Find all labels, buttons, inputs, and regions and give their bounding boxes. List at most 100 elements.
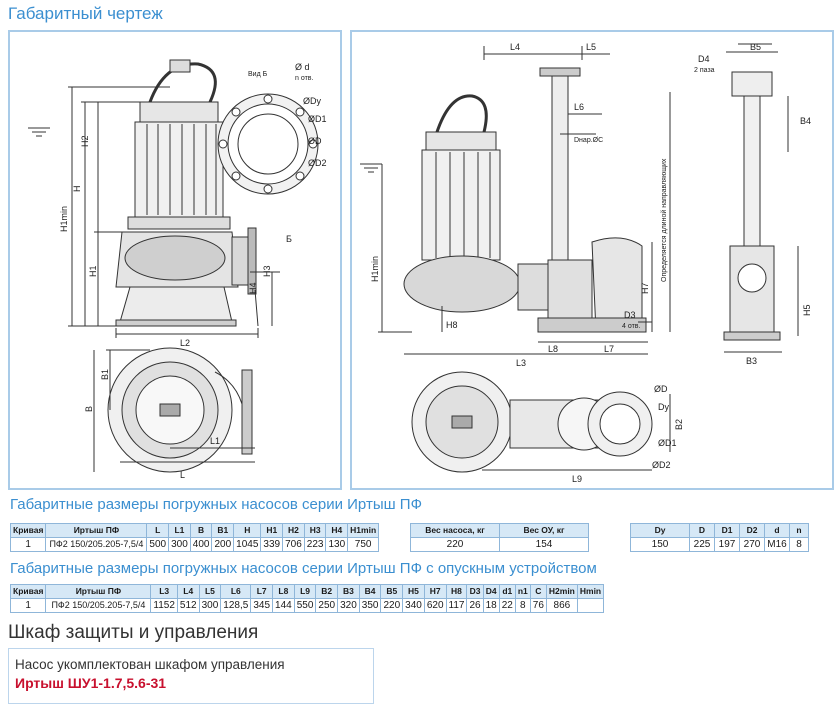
table-header-cell: H2 — [282, 523, 305, 538]
table-header-cell: L6 — [220, 584, 252, 599]
table-cell: 18 — [482, 598, 500, 613]
table-cell: 223 — [303, 537, 327, 552]
table-cell: 512 — [176, 598, 200, 613]
table-header-cell: H — [233, 523, 262, 538]
table-header-cell: H7 — [423, 584, 447, 599]
table-header-cell: d1 — [498, 584, 516, 599]
table-cell: 350 — [358, 598, 382, 613]
page-title: Габаритный чертеж — [8, 4, 163, 23]
table-header-cell: n — [789, 523, 809, 538]
table-weight: Вес насоса, кг Вес ОУ, кг 220 154 — [410, 523, 589, 552]
label-l5: L5 — [586, 42, 596, 52]
label-d2-r: ØD2 — [652, 460, 671, 470]
table-cell: 26 — [466, 598, 484, 613]
label-l1: L1 — [210, 436, 220, 446]
table-cell: 220 — [410, 537, 500, 552]
table-header-cell: Кривая — [9, 584, 47, 599]
table-cell: 1 — [9, 598, 47, 613]
section-title-lowering: Габаритные размеры погружных насосов сер… — [10, 560, 597, 577]
label-h4: H4 — [248, 282, 258, 294]
cabinet-note: Насос укомплектован шкафом управления — [15, 657, 285, 672]
table-cell: 550 — [293, 598, 317, 613]
label-b1: B1 — [100, 369, 110, 380]
table-header-cell: Вес насоса, кг — [410, 523, 500, 538]
table-header-cell: L — [146, 523, 170, 538]
table-cell: 220 — [380, 598, 404, 613]
table-flange: Dy D D1 D2 d n 150 225 197 270 M16 8 — [630, 523, 809, 552]
table-cell: 339 — [260, 537, 284, 552]
table-header-cell: H1 — [260, 523, 284, 538]
label-l3: L3 — [516, 358, 526, 368]
cabinet-model: Иртыш ШУ1-1.7,5.6-31 — [15, 675, 167, 691]
table-header-cell: H4 — [325, 523, 349, 538]
table-header-cell: D4 — [482, 584, 500, 599]
table-header-row: Кривая Иртыш ПФ L3 L4 L5 L6 L7 L8 L9 B2 … — [9, 584, 605, 599]
label-d4: D4 — [698, 54, 710, 64]
table-header-cell: L3 — [150, 584, 178, 599]
table-cell: 1152 — [150, 598, 178, 613]
drawing-panel-left: Вид Б Ø d n отв. ØDy ØD1 ØD ØD2 H2 H H1m… — [8, 30, 342, 490]
table-header-cell: D3 — [466, 584, 484, 599]
label-dvar: Dнар.ØC — [574, 137, 603, 144]
table-cell: 128,5 — [220, 598, 252, 613]
label-d1: ØD1 — [308, 114, 327, 124]
label-h1min: H1min — [59, 206, 69, 232]
table-cell: 706 — [282, 537, 305, 552]
table-row: 150 225 197 270 M16 8 — [630, 537, 809, 552]
label-d2: ØD2 — [308, 158, 327, 168]
label-h5: H5 — [802, 304, 812, 316]
label-b4: B4 — [800, 116, 811, 126]
label-l6: L6 — [574, 102, 584, 112]
label-b3: B3 — [746, 356, 757, 366]
table-header-cell: Вес ОУ, кг — [499, 523, 589, 538]
label-l: L — [180, 470, 185, 480]
table-cell — [576, 598, 605, 613]
label-l7: L7 — [604, 344, 614, 354]
label-d: Ø d — [295, 62, 310, 72]
label-holes4: 4 отв. — [622, 323, 641, 330]
label-l2: L2 — [180, 338, 190, 348]
table-row: 220 154 — [410, 537, 589, 552]
table-cell: 1045 — [233, 537, 262, 552]
table-header-row: Dy D D1 D2 d n — [630, 523, 809, 538]
table-header-cell: n1 — [514, 584, 531, 599]
label-b2: B2 — [674, 419, 684, 430]
label-d3: D3 — [624, 310, 636, 320]
drawing-panel-right: L4 L5 L6 Dнар.ØC D4 2 пазa B5 B4 H1min H… — [350, 30, 834, 490]
table-cell: 8 — [514, 598, 531, 613]
table-header-row: Кривая Иртыш ПФ L L1 B B1 H H1 H2 H3 H4 … — [9, 523, 380, 538]
table-row: 1 ПФ2 150/205.205-7,5/4 500 300 400 200 … — [9, 537, 380, 552]
table-cell: 117 — [445, 598, 468, 613]
table-cell: 197 — [714, 537, 740, 552]
label-l9: L9 — [572, 474, 582, 484]
label-l4: L4 — [510, 42, 520, 52]
label-D: ØD — [308, 136, 322, 146]
table-cell: 300 — [198, 598, 222, 613]
table-cell: 154 — [499, 537, 589, 552]
label-dD: ØD — [654, 384, 668, 394]
label-h1min-r: H1min — [370, 256, 380, 282]
table-cell: 22 — [498, 598, 516, 613]
table-cell: 8 — [789, 537, 809, 552]
table-row: 1 ПФ2 150/205.205-7,5/4 1152 512 300 128… — [9, 598, 605, 613]
table-header-cell: H3 — [303, 523, 327, 538]
table-header-cell: Иртыш ПФ — [45, 523, 148, 538]
table-lowering-dimensions: Кривая Иртыш ПФ L3 L4 L5 L6 L7 L8 L9 B2 … — [9, 584, 605, 613]
table-header-cell: B2 — [315, 584, 339, 599]
table-cell: ПФ2 150/205.205-7,5/4 — [45, 598, 152, 613]
table-header-cell: B4 — [358, 584, 382, 599]
label-h3: H3 — [262, 265, 272, 277]
table-header-cell: B3 — [337, 584, 360, 599]
table-header-cell: H1min — [347, 523, 380, 538]
table-header-cell: D2 — [739, 523, 765, 538]
table-cell: 270 — [739, 537, 765, 552]
table-cell: 225 — [689, 537, 715, 552]
table-header-cell: L5 — [198, 584, 222, 599]
pump-drawing-left: Вид Б Ø d n отв. ØDy ØD1 ØD ØD2 H2 H H1m… — [28, 59, 327, 480]
table-header-cell: L4 — [176, 584, 200, 599]
table-header-cell: C — [529, 584, 547, 599]
table-header-cell: L9 — [293, 584, 317, 599]
table-cell: 320 — [337, 598, 360, 613]
table-cell: 250 — [315, 598, 339, 613]
table-cell: 620 — [423, 598, 447, 613]
